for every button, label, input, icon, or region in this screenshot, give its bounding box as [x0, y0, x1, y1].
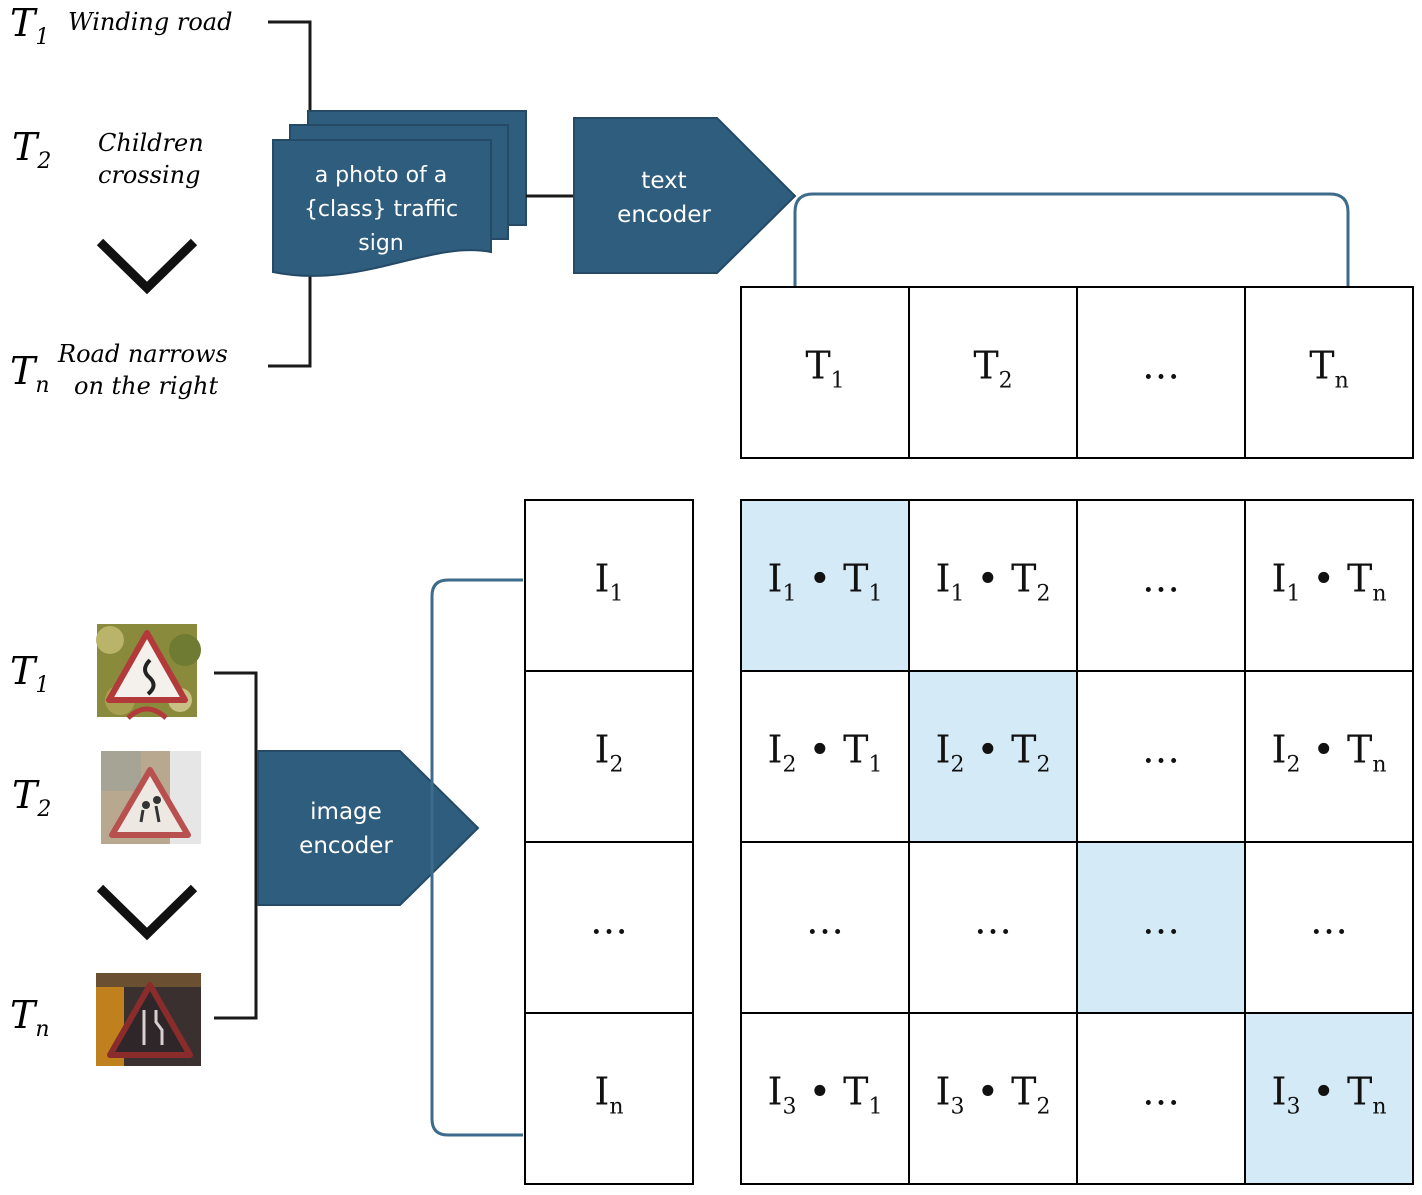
text-embedding-cell: [1076, 286, 1246, 459]
chevron-down-icon: [96, 884, 198, 941]
text-label-t2-caption-line2: crossing: [98, 161, 201, 189]
text-embedding-label: …: [1142, 344, 1180, 388]
children-crossing-sign-photo: [101, 751, 201, 844]
similarity-cell-diagonal: [1076, 841, 1246, 1014]
image-embedding-cell: [524, 499, 694, 672]
similarity-cell-diagonal: [740, 499, 910, 672]
text-encoder-block: text encoder: [573, 117, 797, 274]
image-embedding-label: …: [590, 899, 628, 943]
image-encoder-block: image encoder: [257, 750, 480, 906]
image-embedding-label: I2: [594, 728, 623, 778]
image-label-t1-symbol: T1: [10, 649, 49, 698]
similarity-score-label: I3 • Tn: [1271, 1070, 1386, 1120]
similarity-cell: [740, 1012, 910, 1185]
text-embedding-cell: [1244, 286, 1414, 459]
image-embedding-cell: [524, 841, 694, 1014]
similarity-cell: [908, 841, 1078, 1014]
text-embedding-label: T2: [973, 344, 1012, 394]
similarity-score-label: I1 • Tn: [1271, 557, 1386, 607]
text-encoder-label-line2: encoder: [617, 202, 711, 228]
similarity-score-label: I1 • T2: [936, 557, 1051, 607]
similarity-matrix: I1 • T1 I1 • T2 … I1 • Tn I2 • T1 I2 • T2 … I2 …: [740, 499, 1414, 1185]
prompt-template-stack: a photo of a {class} traffic sign: [272, 110, 527, 277]
text-embedding-label: T1: [805, 344, 844, 394]
similarity-score-label: …: [1142, 899, 1180, 943]
text-label-tn-symbol: Tn: [10, 349, 50, 398]
similarity-cell: [740, 670, 910, 843]
text-embedding-label: Tn: [1309, 344, 1349, 394]
similarity-score-label: …: [1310, 899, 1348, 943]
text-embedding-bracket: [793, 192, 1350, 287]
image-embedding-bracket: [430, 578, 523, 1137]
text-embedding-cell: [908, 286, 1078, 459]
image-label-t2-symbol: T2: [12, 773, 51, 822]
image-labels-bracket: [214, 671, 258, 1020]
image-label-tn-symbol: Tn: [10, 993, 50, 1042]
similarity-cell: [1076, 1012, 1246, 1185]
template-doc-front: [272, 139, 492, 277]
text-class-labels: T1 Winding road T2 Children crossing Tn …: [10, 1, 232, 400]
image-embedding-cell: [524, 1012, 694, 1185]
similarity-score-label: …: [806, 899, 844, 943]
similarity-score-label: …: [974, 899, 1012, 943]
image-encoder-shape: [257, 750, 480, 906]
image-embedding-label: I1: [594, 557, 623, 607]
image-encoder-label-line1: image: [310, 799, 382, 825]
similarity-cell: [740, 841, 910, 1014]
similarity-score-label: …: [1142, 728, 1180, 772]
image-encoder-label-line2: encoder: [299, 833, 393, 859]
similarity-score-label: I3 • T1: [768, 1070, 883, 1120]
image-embedding-label: In: [594, 1070, 623, 1120]
road-narrows-sign-photo: [96, 973, 201, 1066]
template-text-line2: {class} traffic: [304, 197, 458, 222]
text-encoder-shape: [573, 117, 797, 274]
text-label-tn-caption-line2: on the right: [74, 372, 218, 400]
text-label-tn-caption-line1: Road narrows: [57, 340, 228, 368]
text-embedding-cell: [740, 286, 910, 459]
similarity-score-label: I3 • T2: [936, 1070, 1051, 1120]
similarity-cell: [908, 1012, 1078, 1185]
text-label-t2-symbol: T2: [12, 125, 51, 174]
winding-road-sign-photo: [96, 624, 201, 720]
similarity-score-label: …: [1142, 557, 1180, 601]
similarity-cell-diagonal: [1244, 1012, 1414, 1185]
similarity-cell: [1076, 670, 1246, 843]
similarity-score-label: I2 • T1: [768, 728, 883, 778]
template-text-line1: a photo of a: [315, 163, 448, 188]
image-class-labels: T1 T2 Tn: [10, 649, 198, 1042]
text-encoder-label-line1: text: [641, 168, 686, 194]
similarity-score-label: I1 • T1: [768, 557, 883, 607]
text-embedding-row: T1 T2 … Tn: [740, 286, 1414, 459]
text-label-t1-symbol: T1: [10, 1, 49, 50]
image-embedding-cell: [524, 670, 694, 843]
template-text-line3: sign: [358, 231, 403, 256]
similarity-score-label: I2 • T2: [936, 728, 1051, 778]
text-label-t2-caption-line1: Children: [98, 129, 204, 157]
similarity-score-label: I2 • Tn: [1271, 728, 1386, 778]
text-label-t1-caption: Winding road: [68, 8, 232, 36]
similarity-score-label: …: [1142, 1070, 1180, 1114]
chevron-down-icon: [96, 238, 198, 295]
